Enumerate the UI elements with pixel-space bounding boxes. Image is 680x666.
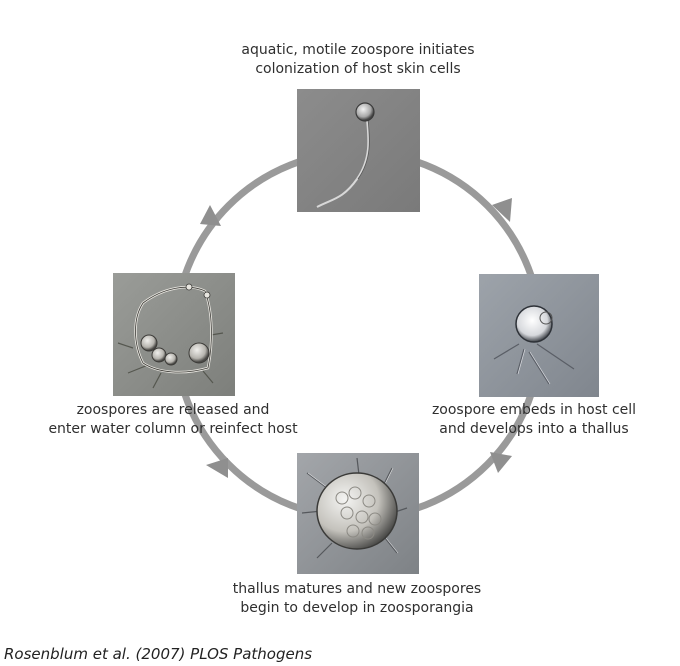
arrow-top-right (492, 198, 512, 222)
caption-embedding-line-1: zoospore embeds in host cell (431, 402, 637, 418)
arrow-top-left (200, 205, 221, 226)
caption-release-line-2: enter water column or reinfect host (48, 421, 298, 437)
caption-embedding: zoospore embeds in host cell and develop… (404, 401, 664, 439)
arrow-bottom-left (206, 458, 228, 478)
caption-mature-line-2: begin to develop in zoosporangia (240, 600, 474, 616)
caption-release-line-1: zoospores are released and (76, 402, 270, 418)
source-credit: Rosenblum et al. (2007) PLOS Pathogens (4, 645, 313, 663)
caption-mature-line-1: thallus matures and new zoospores (232, 581, 482, 597)
caption-zoospore-line-2: colonization of host skin cells (255, 61, 461, 77)
caption-zoospore-line-1: aquatic, motile zoospore initiates (241, 42, 475, 58)
caption-zoospore: aquatic, motile zoospore initiates colon… (208, 41, 508, 79)
arrow-bottom-right (490, 452, 512, 473)
micrograph-mature-thallus (297, 453, 419, 574)
micrograph-zoospore (297, 89, 420, 212)
micrograph-embedding (479, 274, 599, 397)
caption-mature: thallus matures and new zoospores begin … (212, 580, 502, 618)
micrograph-release (113, 273, 235, 396)
caption-release: zoospores are released and enter water c… (38, 401, 308, 439)
caption-embedding-line-2: and develops into a thallus (439, 421, 629, 437)
